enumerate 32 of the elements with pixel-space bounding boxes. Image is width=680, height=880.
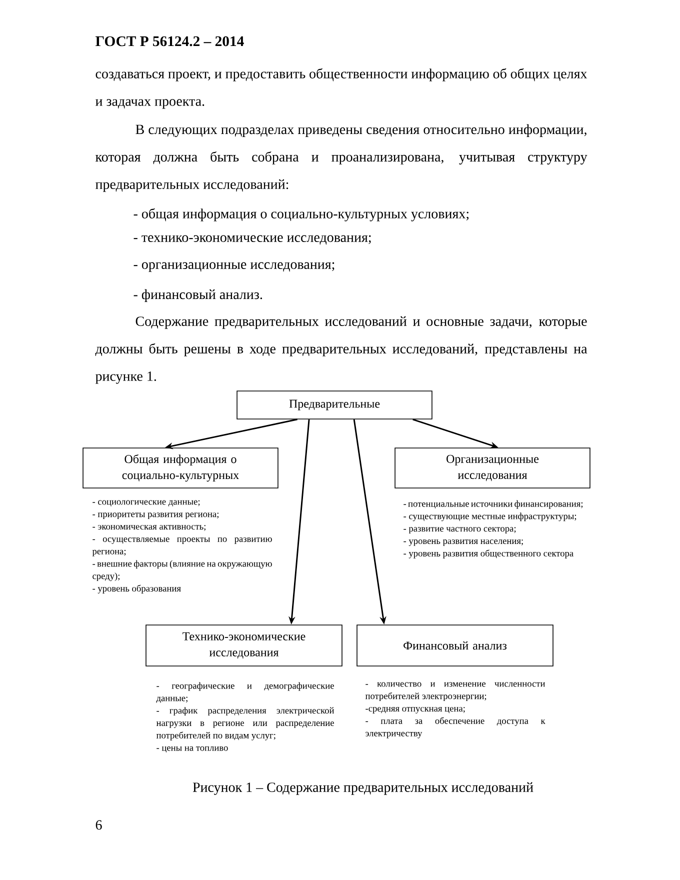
list-item: - экономическая активность; (92, 525, 206, 531)
list-item: - развитие частного сектора; (404, 527, 516, 534)
process-box: Финансовый анализ (356, 624, 554, 666)
process-box: Общая информация о социально-культурных (82, 448, 278, 488)
list-item: - географические и демографические данные; (156, 682, 334, 703)
process-box: Технико-экономические исследования (146, 624, 342, 666)
list-item: - количество и изменение численности потребителей электроэнергии; (365, 682, 546, 702)
list-item: - плата за обеспечение доступа к электричеству (366, 717, 546, 738)
list-item: - приоритеты развития региона; (92, 512, 218, 520)
paragraph: Содержание предварительных исследований и основные задачи, которые должны быть решены в ходе предварительных исследований, представлены на рисунке 1. (95, 316, 588, 384)
paragraph: В следующих подразделах приведены сведения относительно информации, которая должна быть собрана и проанализирована, учитывая структуру предварительных исследований: (96, 124, 588, 192)
list-item: - потенциальные источники финансирования; (404, 500, 583, 509)
list-item: - цены на топливо (156, 746, 228, 753)
list-item: - социологические данные; (92, 500, 200, 506)
list-item: - существующие местные инфраструктуры; (404, 512, 576, 522)
list-item: - уровень образования (92, 584, 181, 594)
list-item: - осуществляемые проекты по развитию региона; (92, 537, 272, 556)
list-item: - уровень развития общественного сектора (404, 550, 574, 558)
list-item: - внешние факторы (влияние на окружающую среду); (92, 560, 272, 582)
process-box: Организационные исследования (394, 448, 590, 488)
list-item: - технико-экономические исследования; (134, 235, 371, 245)
list-item: - организационные исследования; (134, 262, 334, 272)
list-item: -средняя отпускная цена; (366, 707, 465, 714)
figure-caption: Рисунок 1 – Содержание предварительных исследований (192, 782, 534, 795)
list-item: - уровень развития населения; (404, 540, 523, 546)
list-item: - график распределения электрической нагрузки в регионе или распределение потребителей по видам услуг; (156, 707, 334, 740)
paragraph: создаваться проект, и предоставить общественности информацию об общих целях и задачах проекта. (96, 68, 588, 109)
list-item: - общая информация о социально-культурных условиях; (134, 208, 468, 222)
page-number: 6 (96, 820, 102, 830)
process-box: Предварительные (236, 390, 432, 420)
page-header: ГОСТ Р 56124.2 – 2014 (96, 36, 244, 46)
list-item: - финансовый анализ. (134, 289, 262, 302)
